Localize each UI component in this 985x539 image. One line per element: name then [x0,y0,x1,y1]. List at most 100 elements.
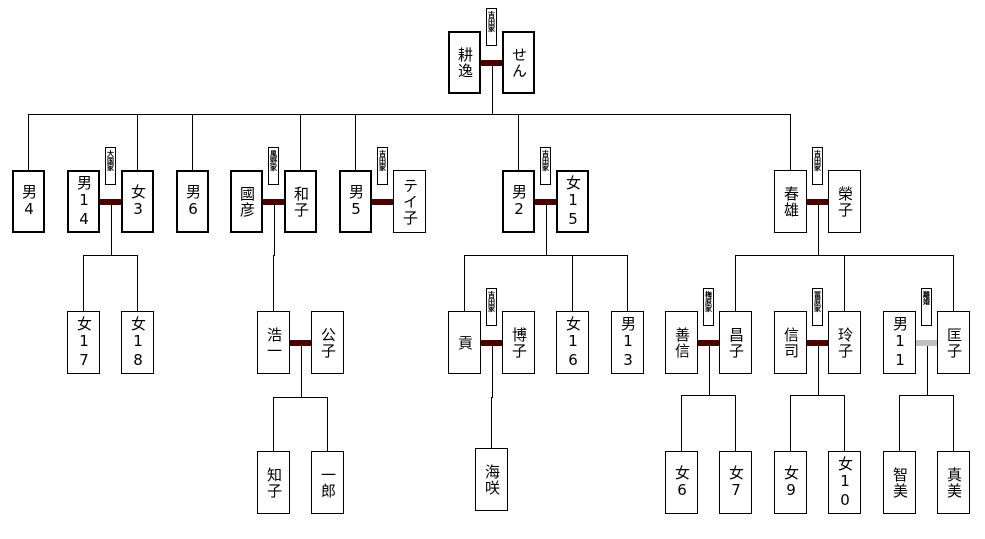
family-tag-label: 離婚 [922,291,931,305]
person-box[interactable]: 浩一 [257,311,290,374]
person-box[interactable]: 女9 [774,451,807,514]
person-box[interactable]: 男14 [67,170,100,233]
person-box[interactable]: 海咲 [475,448,508,511]
person-name: 玲子 [836,326,854,359]
marriage-bar [480,60,503,66]
connector-line [492,342,493,398]
family-tag-label: 吉田家 [541,150,550,171]
person-name: 男11 [891,315,909,370]
person-box[interactable]: 女3 [121,170,154,233]
family-tag-label: 冨原家 [813,291,822,312]
person-box[interactable]: 男11 [883,311,916,374]
person-box[interactable]: 男5 [339,170,372,233]
person-name: 女18 [129,315,147,370]
person-box[interactable]: 知子 [257,451,290,514]
person-box[interactable]: 男2 [502,170,535,233]
person-name: 一郎 [319,466,337,499]
family-tag: 梅原家 [703,288,714,326]
family-tag: 離婚 [921,288,932,326]
connector-line [192,114,193,171]
person-box[interactable]: 女7 [719,451,752,514]
connector-line [273,255,275,256]
marriage-bar [806,340,829,346]
connector-line [681,395,682,452]
connector-line [681,395,736,396]
family-tag-label: 吉田家 [487,11,496,32]
person-box[interactable]: 真美 [937,451,970,514]
person-box[interactable]: 公子 [311,311,344,374]
person-box[interactable]: 智美 [883,451,916,514]
person-name: 匡子 [945,326,963,359]
marriage-bar [289,340,312,346]
connector-line [464,255,628,256]
family-tag: 吉田家 [486,8,497,46]
person-name: 女3 [129,184,147,219]
connector-line [28,114,791,115]
person-box[interactable]: 男4 [12,170,45,233]
connector-line [355,114,356,171]
connector-line [111,201,112,256]
person-box[interactable]: テイ子 [393,170,426,233]
connector-line [518,114,519,171]
person-name: 男6 [184,184,202,219]
person-name: 男4 [20,184,38,219]
connector-line [953,255,954,312]
connector-line [274,201,275,256]
family-tag: 大国家 [105,147,116,185]
person-name: テイ子 [401,177,419,226]
connector-line [735,255,736,312]
person-name: 春雄 [782,185,800,218]
connector-line [790,395,791,452]
person-box[interactable]: 國彦 [230,170,263,233]
connector-line [927,342,928,396]
person-box[interactable]: 博子 [502,311,535,374]
person-box[interactable]: 男13 [611,311,644,374]
connector-line [273,255,274,312]
person-box[interactable]: 信司 [774,311,807,374]
person-name: 女7 [727,465,745,500]
person-box[interactable]: 和子 [284,170,317,233]
marriage-bar [480,340,503,346]
person-box[interactable]: 春雄 [774,170,807,233]
person-box[interactable]: 榮子 [828,170,861,233]
person-box[interactable]: 女10 [828,451,861,514]
family-tag: 吉田家 [377,147,388,185]
family-tag: 冨原家 [812,288,823,326]
person-name: 浩一 [265,326,283,359]
family-tag: 吉田家 [540,147,551,185]
person-box[interactable]: 女6 [665,451,698,514]
connector-line [83,255,138,256]
person-box[interactable]: 貢 [448,311,481,374]
connector-line [546,201,547,256]
person-box[interactable]: 女15 [556,170,589,233]
person-box[interactable]: 耕逸 [448,31,481,94]
family-tag-label: 梅原家 [704,291,713,312]
family-tag-label: 風野家 [269,150,278,171]
person-box[interactable]: 男6 [176,170,209,233]
person-box[interactable]: 女16 [556,311,589,374]
marriage-bar [697,340,720,346]
person-box[interactable]: 玲子 [828,311,861,374]
person-box[interactable]: 昌子 [719,311,752,374]
connector-line [301,342,302,398]
person-box[interactable]: 匡子 [937,311,970,374]
person-name: 男5 [347,184,365,219]
marriage-bar [534,199,557,205]
connector-line [491,397,493,398]
connector-line [491,397,492,449]
connector-line [735,395,736,452]
person-name: 女15 [564,174,582,229]
person-name: 女17 [75,315,93,370]
person-box[interactable]: 一郎 [311,451,344,514]
connector-line [327,397,328,452]
marriage-bar [99,199,122,205]
person-name: 女16 [564,315,582,370]
person-name: 耕逸 [456,46,474,79]
person-box[interactable]: 善信 [665,311,698,374]
connector-line [899,395,900,452]
person-name: 昌子 [727,326,745,359]
person-box[interactable]: 女18 [121,311,154,374]
person-box[interactable]: せん [502,31,535,94]
person-box[interactable]: 女17 [67,311,100,374]
